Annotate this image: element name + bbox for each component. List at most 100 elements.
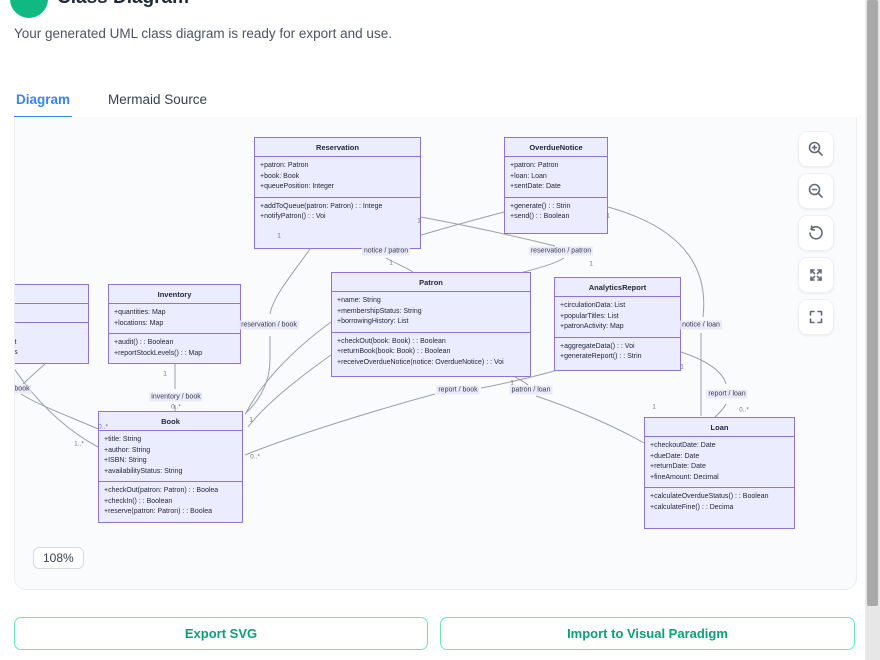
multiplicity-label: 1 [277,232,281,240]
class-member: +availabilityStatus: String [104,467,183,475]
page-title: Class Diagram [57,0,189,9]
class-box-loan: Loan +checkoutDate: Date +dueDate: Date +re… [644,417,795,529]
class-member: +checkoutDate: Date [650,442,716,449]
edge-label: report / book [436,385,480,395]
multiplicity-label: 1 [589,260,593,268]
edge-label: inventory / book [149,392,203,402]
class-member: +returnDate: Date [650,463,706,470]
fullscreen-button[interactable] [798,299,834,335]
class-title: Patron [419,278,443,287]
class-member: +patron: Patron [260,162,309,169]
class-member: +sentDate: Date [510,183,561,190]
edge-label: reservation / book [239,320,299,330]
edge-label: reservation / patron [528,246,594,256]
export-svg-button[interactable]: Export SVG [14,617,428,650]
edge-label: book [14,384,32,394]
status-success-icon [10,0,48,18]
diagram-edges [15,206,727,456]
class-member: +popularTitles: List [560,312,619,320]
class-member: +name: String [337,297,381,304]
zoom-level-badge: 108% [33,547,84,569]
class-member: +aggregateData() : : Voi [560,342,635,350]
diagram-canvas[interactable]: Reservation +patron: Patron +book: Book +qu… [14,117,857,590]
multiplicity-label: 1..* [74,440,84,448]
expand-button[interactable] [798,257,834,293]
class-member: +author: String [104,446,151,454]
class-member: +search(query: String) : : Lis [15,327,83,338]
multiplicity-label: 1 [249,416,253,424]
class-member: +calculateFine() : : Decima [650,503,734,511]
multiplicity-label: 1 [389,259,393,267]
class-title: Loan [710,423,729,432]
class-member: +book: Book [260,172,300,180]
class-member: +dueDate: Date [650,452,700,460]
import-visual-paradigm-button[interactable]: Import to Visual Paradigm [440,617,855,650]
class-member: +filterByAuthor(author: String) : : List [14,338,17,346]
class-member: +reportStockLevels() : : Map [114,349,203,357]
class-member: +queuePosition: Integer [260,183,335,190]
class-title: OverdueNotice [529,143,583,152]
edge-label: notice / patron [361,246,411,256]
class-title: Book [161,417,180,426]
multiplicity-label: 0..* [171,403,181,411]
class-member: +generateReport() : : Strin [560,353,642,360]
multiplicity-label: 1 [510,379,514,387]
class-member: +reserve(patron: Patron) : : Boolea [104,508,212,515]
scrollbar-thumb[interactable] [867,0,878,606]
page-scrollbar [865,0,880,660]
class-member: +audit() : : Boolean [114,339,174,346]
class-member: +quantities: Map [114,309,166,316]
multiplicity-label: 1 [417,217,421,225]
canvas-controls [798,131,834,335]
class-member: +borrowingHistory: List [337,318,409,325]
multiplicity-label: 1 [652,403,656,411]
class-title: Catalog [15,285,88,303]
multiplicity-label: 0..* [98,423,108,431]
zoom-out-button[interactable] [798,173,834,209]
class-member: +findBySubject(subject: String) : : Lis [14,349,18,356]
reset-view-button[interactable] [798,215,834,251]
multiplicity-label: 0..* [739,406,749,414]
multiplicity-label: 1 [606,212,610,220]
class-member: +patronActivity: Map [560,323,624,330]
class-member: +fineAmount: Decimal [650,473,719,481]
tab-mermaid-source[interactable]: Mermaid Source [108,92,208,107]
class-title: Reservation [316,143,359,152]
class-member: +notifyPatron() : : Voi [260,213,326,220]
class-member: +checkOut(patron: Patron) : : Boolea [104,487,219,494]
class-title: Inventory [157,290,192,299]
class-member: +loan: Loan [510,172,547,180]
class-member: +title: String [104,436,142,443]
class-box-patron: Patron +name: String +membershipStatus: St… [331,272,531,377]
class-member: +calculateOverdueStatus() : : Boolean [650,493,769,500]
zoom-out-icon [808,183,823,198]
class-member: +receiveOverdueNotice(notice: OverdueNot… [337,358,504,366]
zoom-in-button[interactable] [798,131,834,167]
tab-bar: Diagram Mermaid Source [14,88,857,118]
class-box-book: Book +title: String +author: String +ISBN: … [98,411,243,523]
class-member: +membershipStatus: String [337,307,422,315]
multiplicity-label: 1 [680,363,684,371]
class-member: +circulationData: List [560,302,626,309]
tab-diagram[interactable]: Diagram [14,88,73,118]
class-member: +checkOut(book: Book) : : Boolean [337,337,446,345]
class-title: AnalyticsReport [588,283,647,292]
class-box-inventory: Inventory+quantities: Map+locations: Map… [108,284,241,364]
multiplicity-label: 1 [163,370,167,378]
class-member: +returnBook(book: Book) : : Boolean [337,348,451,355]
multiplicity-label: 0..* [250,453,260,461]
edge-label: notice / loan [680,320,722,330]
class-member: +send() : : Boolean [510,213,570,220]
class-box-reservation: Reservation +patron: Patron +book: Book +qu… [254,137,421,249]
class-member: +ISBN: String [104,457,147,464]
expand-arrows-icon [810,269,822,281]
class-member: +generate() : : Strin [510,202,571,210]
fullscreen-icon [809,310,823,324]
page-subtitle: Your generated UML class diagram is read… [14,26,392,41]
edge-label: patron / loan [509,385,553,395]
class-box-overduenotice: OverdueNotice+patron: Patron+loan: Loan+… [504,137,608,234]
class-box-catalog: Catalog+search(query: String) : : Lis+fi… [14,284,89,364]
class-member: +checkIn() : : Boolean [104,497,173,505]
class-box-analyticsreport: AnalyticsReport +circulationData: List +po… [554,277,681,371]
reset-icon [809,225,823,240]
